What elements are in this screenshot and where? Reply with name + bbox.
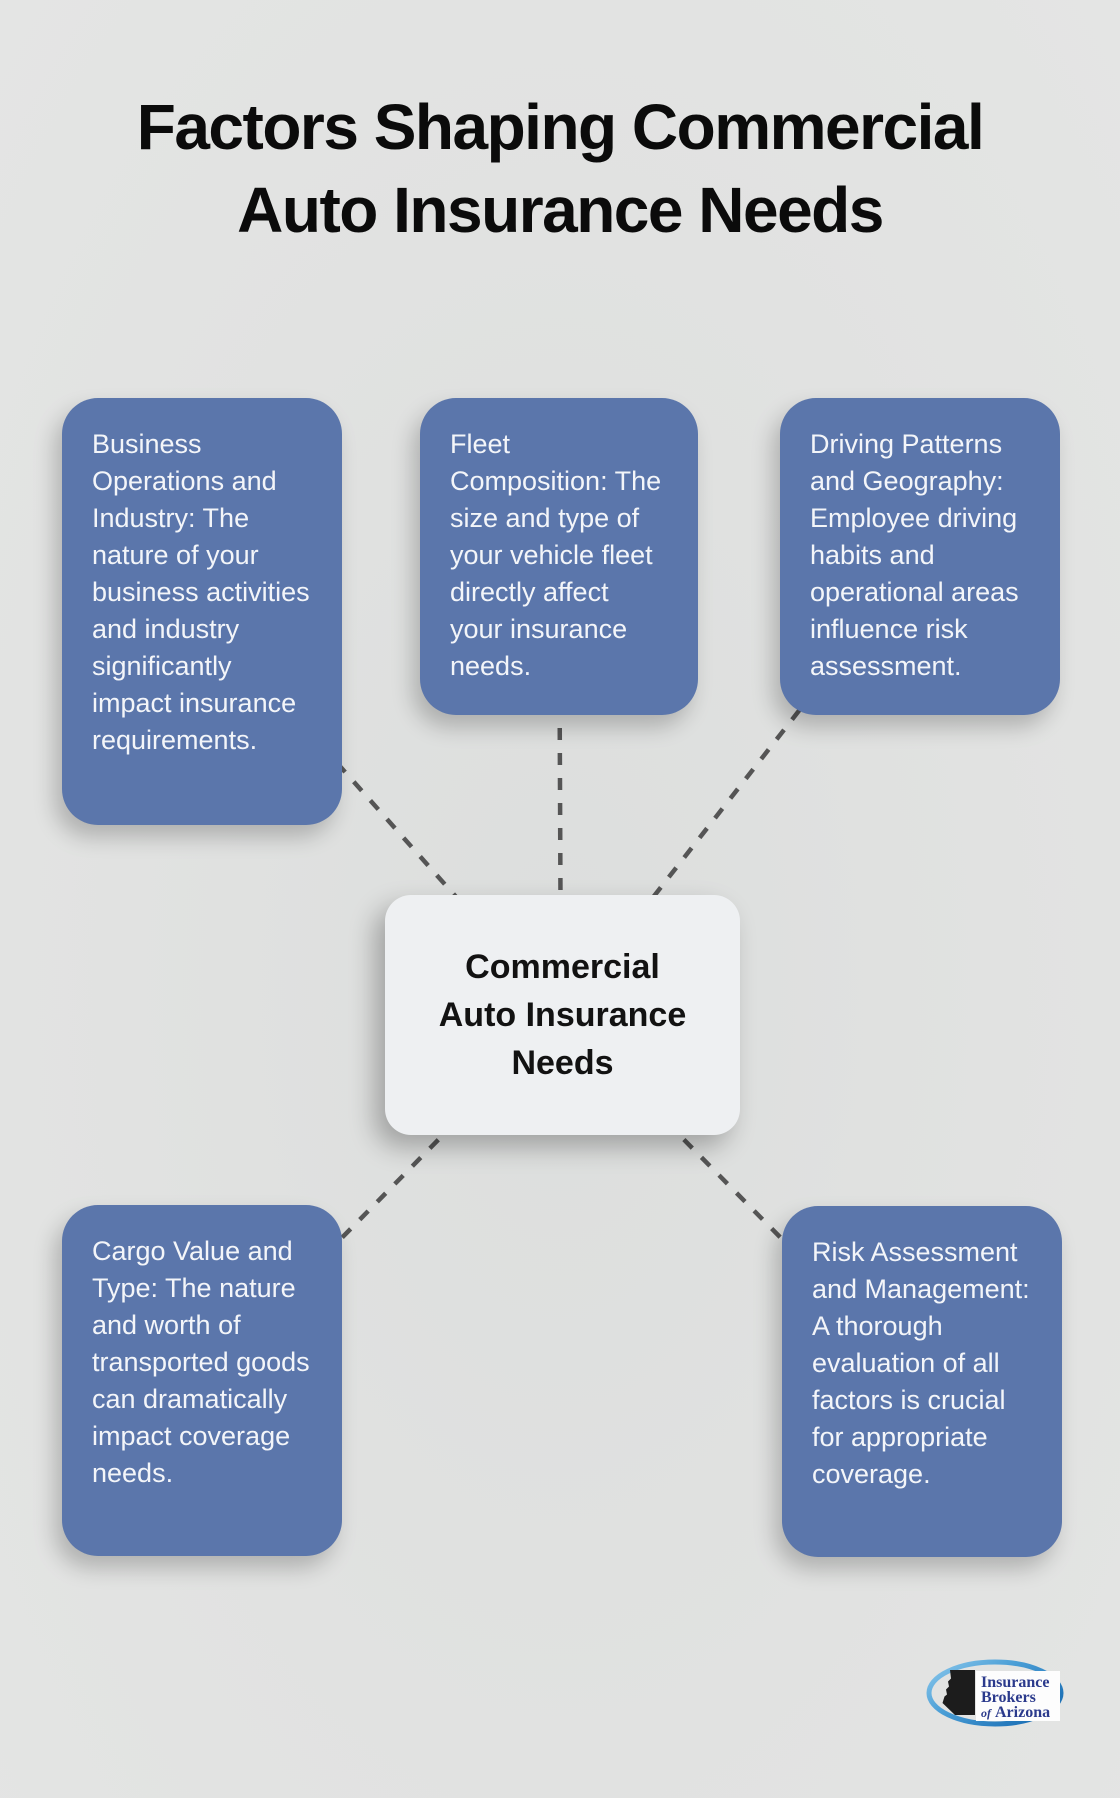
page-title-line1: Factors Shaping Commercial bbox=[136, 91, 985, 163]
logo-text-insurance: Insurance bbox=[981, 1674, 1049, 1691]
arizona-state-icon bbox=[942, 1670, 975, 1715]
logo-label-background bbox=[976, 1671, 1060, 1721]
factor-box-business-operations: Business Operations and Industry: The na… bbox=[62, 398, 342, 825]
center-node-commercial-auto-insurance-needs: Commercial Auto Insurance Needs bbox=[385, 895, 740, 1135]
factor-text-cargo-value: Cargo Value and Type: The nature and wor… bbox=[92, 1236, 310, 1488]
factor-box-fleet-composition: Fleet Composition: The size and type of … bbox=[420, 398, 698, 715]
factor-box-risk-assessment: Risk Assessment and Management: A thorou… bbox=[782, 1206, 1062, 1557]
logo-text-brokers: Brokers bbox=[981, 1689, 1036, 1706]
factor-text-business-operations: Business Operations and Industry: The na… bbox=[92, 429, 310, 755]
logo-text-arizona: Arizona bbox=[995, 1704, 1050, 1721]
factor-box-driving-patterns: Driving Patterns and Geography: Employee… bbox=[780, 398, 1060, 715]
factor-box-cargo-value: Cargo Value and Type: The nature and wor… bbox=[62, 1205, 342, 1556]
center-node-label: Commercial Auto Insurance Needs bbox=[438, 948, 687, 1082]
factor-text-driving-patterns: Driving Patterns and Geography: Employee… bbox=[810, 429, 1019, 681]
factor-text-fleet-composition: Fleet Composition: The size and type of … bbox=[450, 429, 662, 681]
logo-ellipse bbox=[926, 1659, 1064, 1727]
insurance-brokers-of-arizona-logo: Insurance Brokers of Arizona bbox=[926, 1659, 1064, 1727]
logo-text-of: of bbox=[981, 1706, 992, 1720]
page-title: Factors Shaping Commercial Auto Insuranc… bbox=[0, 86, 1120, 252]
factor-text-risk-assessment: Risk Assessment and Management: A thorou… bbox=[812, 1237, 1030, 1489]
page-title-line2: Auto Insurance Needs bbox=[237, 174, 884, 246]
